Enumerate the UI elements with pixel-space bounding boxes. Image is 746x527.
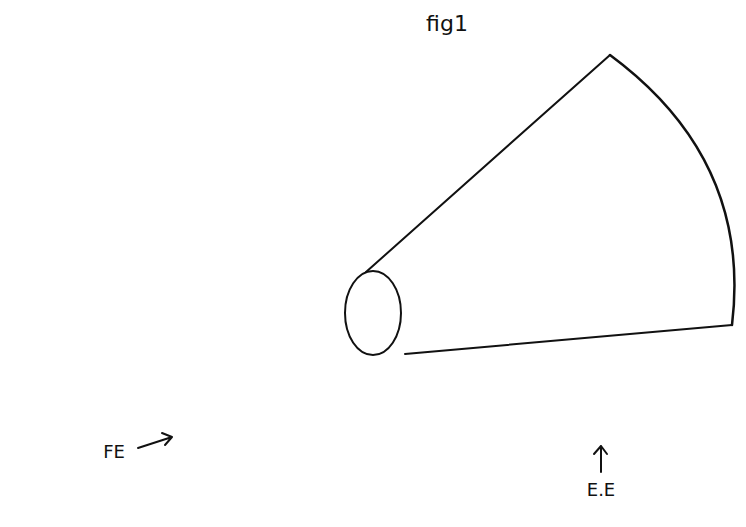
fe-arrow	[138, 433, 172, 448]
small-end-circle	[345, 271, 401, 355]
ee-arrow	[594, 446, 607, 472]
flow-label: FE	[103, 442, 125, 462]
large-end-arc	[610, 55, 734, 325]
direction-label: E.E	[587, 480, 615, 500]
bottom-edge	[405, 325, 732, 354]
figure-title: fig1	[426, 12, 468, 36]
top-edge	[366, 55, 610, 272]
